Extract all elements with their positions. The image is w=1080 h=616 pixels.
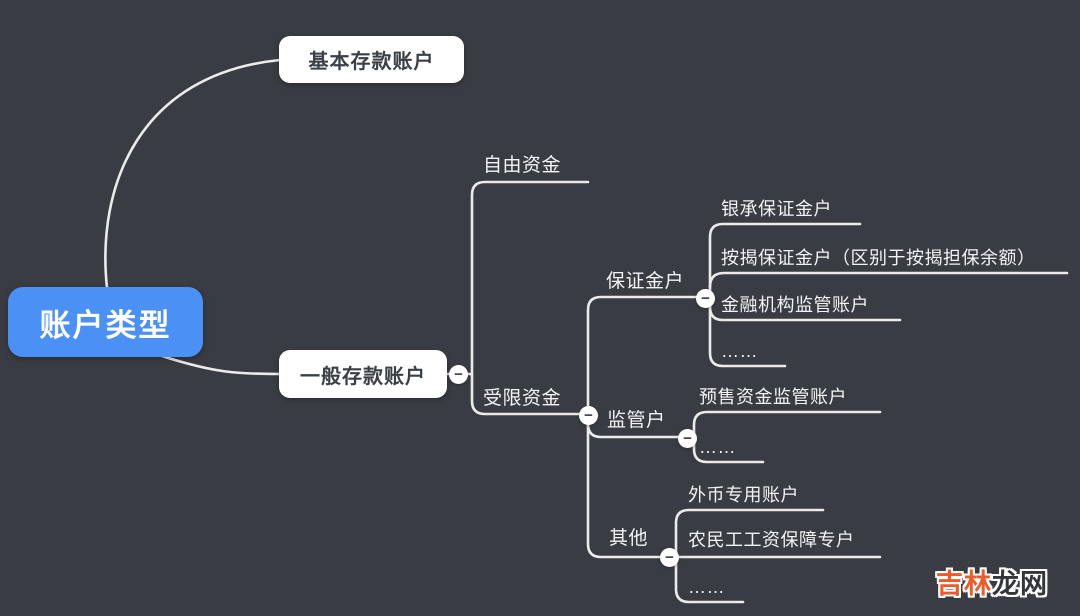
minus-icon: − xyxy=(701,290,710,307)
collapse-button-general-account[interactable]: − xyxy=(449,365,468,384)
root-node-label: 账户类型 xyxy=(39,307,172,343)
minus-icon: − xyxy=(454,366,463,383)
collapse-button-margin-account[interactable]: − xyxy=(696,289,715,308)
node-label: 一般存款账户 xyxy=(300,365,426,388)
topic-migrant-worker-wages[interactable]: 农民工工资保障专户 xyxy=(688,530,855,550)
topic-supervision-more[interactable]: …… xyxy=(699,437,736,457)
collapse-button-restricted-funds[interactable]: − xyxy=(579,406,598,425)
curve-root-to-basic xyxy=(104,58,282,290)
topic-foreign-currency-special[interactable]: 外币专用账户 xyxy=(688,485,799,505)
topic-others-more[interactable]: …… xyxy=(688,577,725,597)
watermark: 吉林龙网 xyxy=(936,562,1048,601)
topic-margin-more[interactable]: …… xyxy=(721,341,758,361)
branch-supervision xyxy=(586,422,681,439)
node-basic-deposit-account[interactable]: 基本存款账户 xyxy=(279,36,464,83)
topic-supervision-account[interactable]: 监管户 xyxy=(607,410,666,431)
collapse-button-others[interactable]: − xyxy=(660,548,679,567)
topic-financial-institution-supervised[interactable]: 金融机构监管账户 xyxy=(721,295,869,315)
topic-margin-account[interactable]: 保证金户 xyxy=(606,271,685,292)
topic-bank-acceptance-margin[interactable]: 银承保证金户 xyxy=(721,199,832,219)
minus-icon: − xyxy=(584,407,593,424)
branch-mortgage-margin xyxy=(708,271,1069,289)
branch-financial-institution xyxy=(708,305,902,322)
minus-icon: − xyxy=(665,549,674,566)
topic-presale-funds-supervised[interactable]: 预售资金监管账户 xyxy=(699,387,847,407)
node-general-deposit-account[interactable]: 一般存款账户 xyxy=(279,350,447,398)
node-label: 基本存款账户 xyxy=(308,51,435,73)
collapse-button-supervision-account[interactable]: − xyxy=(678,429,697,448)
watermark-right: 龙网 xyxy=(992,569,1048,599)
topic-mortgage-margin[interactable]: 按揭保证金户（区别于按揭担保余额） xyxy=(721,248,1036,268)
topic-restricted-funds[interactable]: 受限资金 xyxy=(483,388,562,409)
root-node-account-type[interactable]: 账户类型 xyxy=(8,287,203,357)
topic-others[interactable]: 其他 xyxy=(609,528,649,549)
bracket-general-children xyxy=(470,180,590,416)
watermark-left: 吉林 xyxy=(936,569,992,599)
curve-root-to-general xyxy=(160,354,281,376)
minus-icon: − xyxy=(683,430,692,447)
topic-free-funds[interactable]: 自由资金 xyxy=(483,155,562,176)
